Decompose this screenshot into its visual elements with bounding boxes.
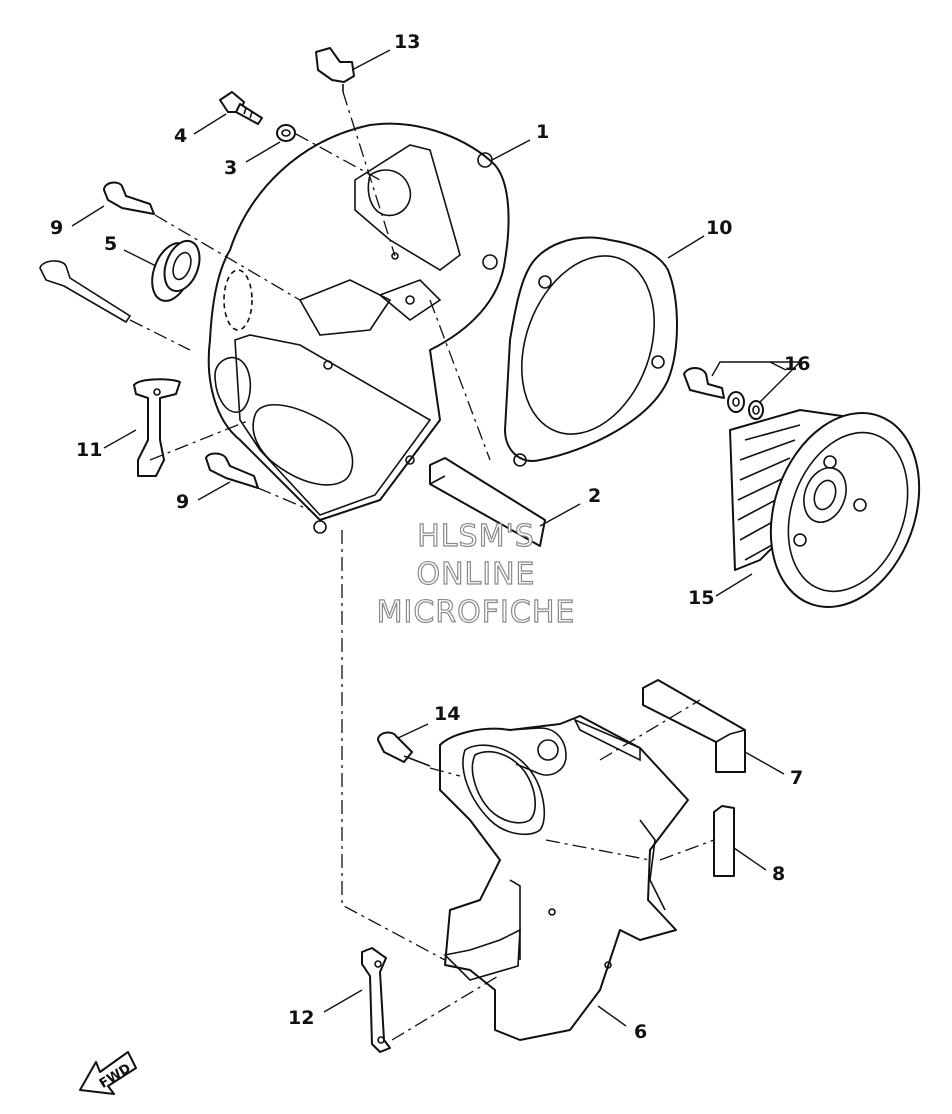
watermark-line-3: MICROFICHE bbox=[377, 595, 576, 630]
seal-part-5 bbox=[151, 239, 201, 302]
callout-15: 15 bbox=[688, 587, 714, 609]
bolt-washer-part-16 bbox=[683, 367, 764, 420]
callout-7: 7 bbox=[790, 767, 803, 789]
callout-leaders bbox=[71, 49, 802, 1027]
clip-part-14 bbox=[315, 47, 355, 92]
long-bolt-ghost bbox=[39, 260, 132, 324]
callout-16: 16 bbox=[784, 353, 810, 375]
callout-6: 6 bbox=[634, 1021, 647, 1043]
callout-9-upper: 9 bbox=[50, 217, 63, 239]
gasket-part-10 bbox=[504, 236, 678, 467]
bracket-part-11 bbox=[133, 378, 181, 477]
callout-1: 1 bbox=[536, 121, 549, 143]
watermark: HLSM'S ONLINE MICROFICHE bbox=[376, 518, 576, 630]
strip-part-2 bbox=[429, 457, 546, 547]
clip-part-12 bbox=[361, 947, 391, 1053]
callout-12: 12 bbox=[288, 1007, 314, 1029]
bar-part-8 bbox=[713, 805, 735, 877]
bolt-part-4 bbox=[219, 91, 263, 125]
lower-housing-part-6 bbox=[439, 715, 689, 1041]
flywheel-part-15 bbox=[729, 409, 921, 608]
callout-14: 13 bbox=[394, 31, 420, 53]
callout-10: 10 bbox=[706, 217, 732, 239]
callout-13: 14 bbox=[434, 703, 460, 725]
pin-part-13 bbox=[377, 731, 431, 767]
callout-8: 8 bbox=[772, 863, 785, 885]
callout-11: 11 bbox=[76, 439, 102, 461]
callout-5: 5 bbox=[104, 233, 117, 255]
callout-4: 4 bbox=[174, 125, 187, 147]
watermark-line-1: HLSM'S bbox=[417, 519, 535, 554]
bracket-part-7 bbox=[642, 679, 746, 773]
callout-3: 3 bbox=[224, 157, 237, 179]
callout-2: 2 bbox=[588, 485, 601, 507]
watermark-line-2: ONLINE bbox=[416, 557, 535, 592]
assembly-lines bbox=[129, 91, 715, 1041]
fwd-arrow-icon: FWD bbox=[79, 1051, 137, 1095]
callout-9-lower: 9 bbox=[176, 491, 189, 513]
grommet-part-3 bbox=[276, 124, 296, 142]
cover-housing-part-1 bbox=[207, 122, 510, 534]
bolt-part-9-upper bbox=[103, 181, 155, 215]
callout-labels: 13 1 3 4 9 5 10 16 11 9 2 15 14 7 8 6 12 bbox=[50, 31, 810, 1043]
bolt-part-9-lower bbox=[205, 452, 259, 489]
